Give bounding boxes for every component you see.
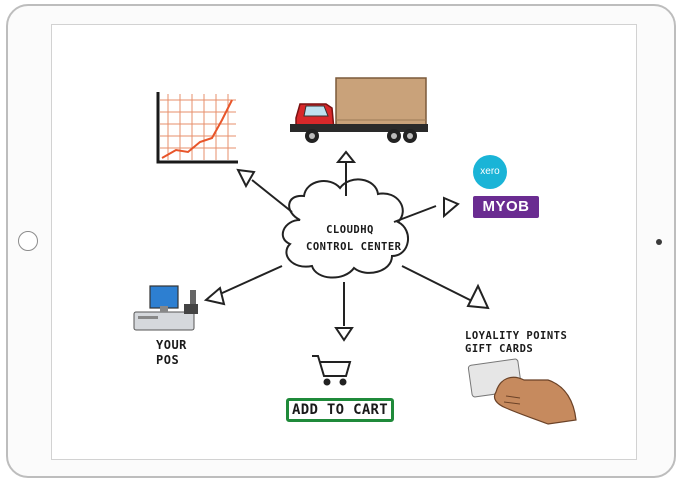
- cloud-label-line1: CLOUDHQ: [326, 224, 374, 236]
- add-to-cart-label: ADD TO CART: [286, 398, 394, 422]
- cloud-control-center-label: CLOUDHQ CONTROL CENTER: [306, 224, 402, 254]
- pos-label-line2: POS: [156, 353, 180, 367]
- gift-card-hand-icon: [467, 358, 577, 425]
- pos-label: YOUR POS: [156, 338, 187, 368]
- shopping-cart-icon: [312, 355, 352, 386]
- pos-label-line1: YOUR: [156, 338, 187, 352]
- cloud-icon: [281, 178, 409, 279]
- loyalty-label-line2: GIFT CARDS: [465, 343, 534, 356]
- tablet-home-button: [18, 231, 38, 251]
- loyalty-label-line1: LOYALITY POINTS: [465, 330, 568, 342]
- tablet-camera: [656, 239, 662, 245]
- myob-logo: MYOB: [473, 196, 539, 218]
- xero-logo: xero: [473, 155, 507, 189]
- arrow-heads: [203, 150, 490, 342]
- delivery-truck-icon: [290, 77, 428, 143]
- growth-chart-icon: [156, 92, 238, 164]
- loyalty-label: LOYALITY POINTS GIFT CARDS: [465, 330, 567, 356]
- connector-arrows: [219, 160, 475, 326]
- pos-terminal-icon: [133, 285, 198, 331]
- cloud-label-line2: CONTROL CENTER: [306, 241, 402, 254]
